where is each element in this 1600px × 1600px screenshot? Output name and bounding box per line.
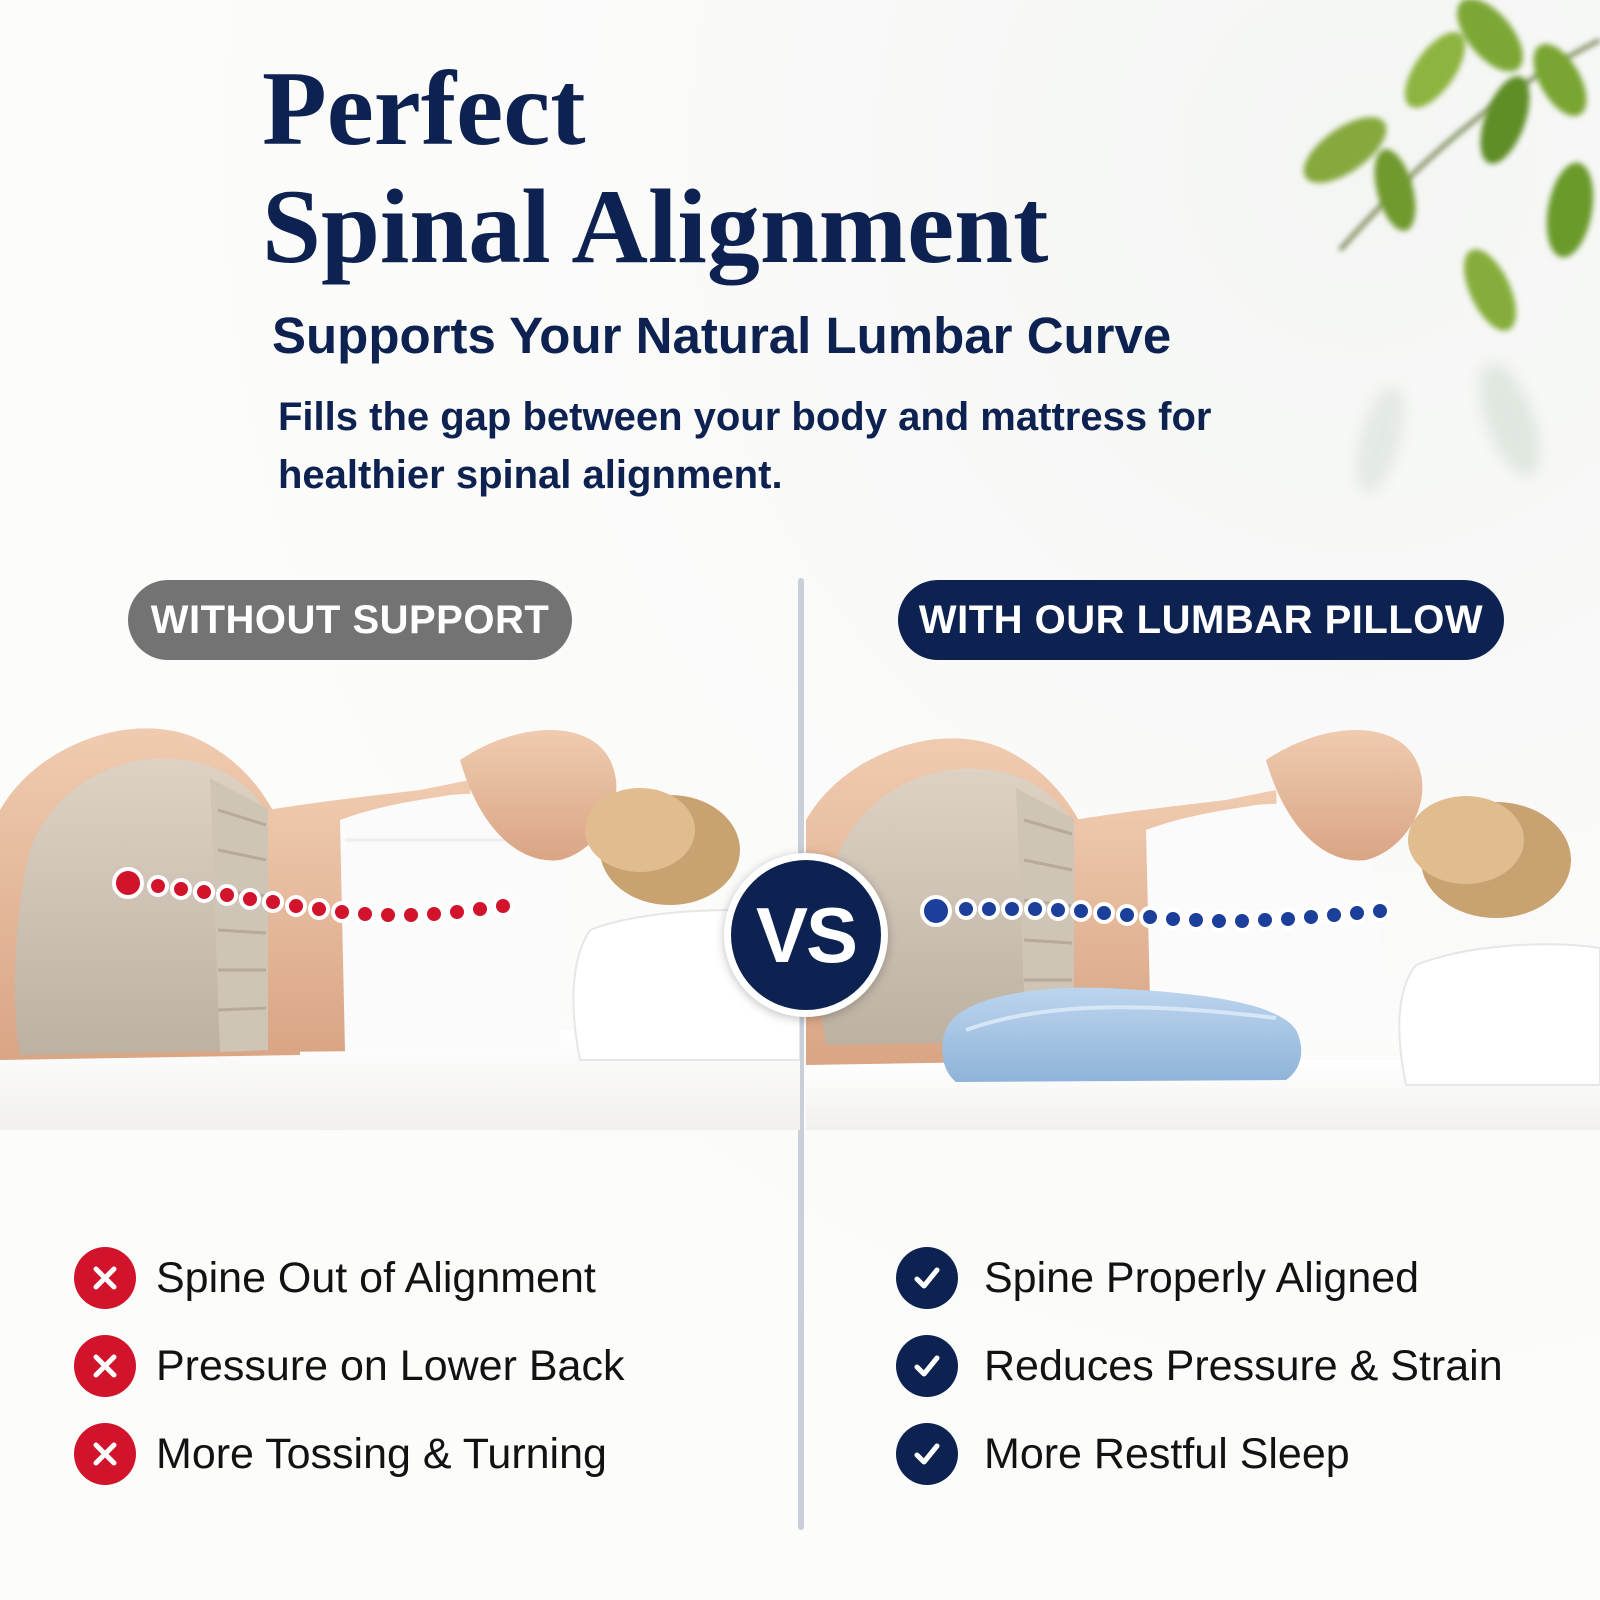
list-item-text: Reduces Pressure & Strain — [984, 1341, 1503, 1390]
list-item: More Restful Sleep — [896, 1410, 1503, 1498]
page-title: Perfect Spinal Alignment — [262, 50, 1048, 286]
without-support-label: WITHOUT SUPPORT — [128, 580, 572, 660]
checkmark-icon — [896, 1423, 958, 1485]
list-item: Reduces Pressure & Strain — [896, 1322, 1503, 1410]
list-item: More Tossing & Turning — [74, 1410, 624, 1498]
without-support-list: Spine Out of Alignment Pressure on Lower… — [74, 1234, 624, 1498]
list-item-text: Spine Properly Aligned — [984, 1253, 1420, 1302]
list-item-text: More Tossing & Turning — [156, 1429, 607, 1478]
list-item: Pressure on Lower Back — [74, 1322, 624, 1410]
without-support-illustration — [0, 728, 800, 1130]
checkmark-icon — [896, 1247, 958, 1309]
with-pillow-list: Spine Properly Aligned Reduces Pressure … — [896, 1234, 1503, 1498]
vs-badge: VS — [724, 853, 888, 1017]
x-icon — [74, 1247, 136, 1309]
list-item-text: Spine Out of Alignment — [156, 1253, 596, 1302]
description: Fills the gap between your body and matt… — [278, 395, 1212, 497]
list-item-text: More Restful Sleep — [984, 1429, 1350, 1478]
list-item: Spine Properly Aligned — [896, 1234, 1503, 1322]
x-icon — [74, 1423, 136, 1485]
leaves-decoration — [1303, 0, 1600, 494]
with-pillow-illustration — [806, 730, 1600, 1130]
checkmark-icon — [896, 1335, 958, 1397]
title-line-1: Perfect — [262, 50, 586, 167]
x-icon — [74, 1335, 136, 1397]
list-item-text: Pressure on Lower Back — [156, 1341, 625, 1390]
subtitle: Supports Your Natural Lumbar Curve — [272, 307, 1172, 364]
with-pillow-label: WITH OUR LUMBAR PILLOW — [898, 580, 1504, 660]
comparison-divider — [798, 578, 804, 1530]
title-line-2: Spinal Alignment — [262, 168, 1049, 285]
list-item: Spine Out of Alignment — [74, 1234, 624, 1322]
